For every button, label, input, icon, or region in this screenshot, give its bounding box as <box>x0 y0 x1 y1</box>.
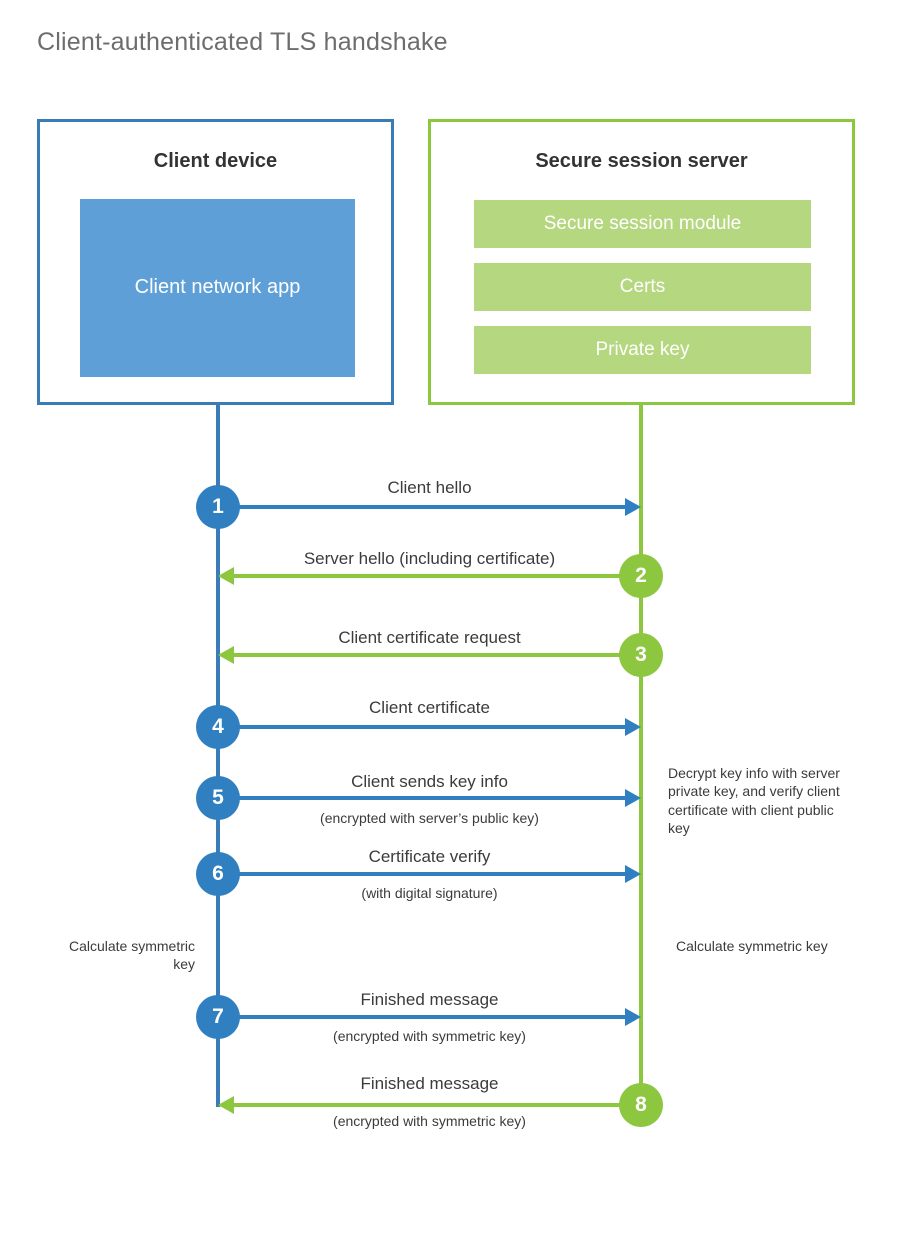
step-6-arrowhead <box>625 865 641 883</box>
step-7-arrowhead <box>625 1008 641 1026</box>
page-title: Client-authenticated TLS handshake <box>37 28 448 56</box>
step-2-label: Server hello (including certificate) <box>303 549 556 568</box>
step-8-arrow-line <box>234 1103 639 1107</box>
client-lifeline <box>216 405 220 1107</box>
note-decrypt-key-info: Decrypt key info with server private key… <box>668 765 840 837</box>
client-device-box: Client device Client network app <box>37 119 394 405</box>
step-4-arrow-line <box>218 725 625 729</box>
note-client-calculate-symmetric-key: Calculate symmetric key <box>68 938 195 973</box>
step-badge-7[interactable]: 7 <box>196 995 240 1039</box>
step-1-arrowhead <box>625 498 641 516</box>
step-8-sublabel: (encrypted with symmetric key) <box>333 1113 526 1129</box>
step-5-sublabel: (encrypted with server’s public key) <box>320 810 539 826</box>
step-8-label: Finished message <box>360 1074 499 1093</box>
step-4-label: Client certificate <box>369 698 490 717</box>
note-server-calculate-symmetric-key: Calculate symmetric key <box>676 938 828 954</box>
step-6-arrow-line <box>218 872 625 876</box>
step-1-arrow-line <box>218 505 625 509</box>
server-component-private-key: Private key <box>474 326 811 374</box>
step-badge-6[interactable]: 6 <box>196 852 240 896</box>
step-3-label: Client certificate request <box>338 628 521 647</box>
step-4-arrowhead <box>625 718 641 736</box>
step-3-arrowhead <box>218 646 234 664</box>
step-badge-3[interactable]: 3 <box>619 633 663 677</box>
step-badge-5[interactable]: 5 <box>196 776 240 820</box>
step-badge-1[interactable]: 1 <box>196 485 240 529</box>
client-device-title: Client device <box>153 150 278 172</box>
step-2-arrowhead <box>218 567 234 585</box>
server-lifeline <box>639 405 643 1107</box>
step-5-label: Client sends key info <box>351 772 508 791</box>
secure-session-server-title: Secure session server <box>535 150 748 172</box>
step-8-arrowhead <box>218 1096 234 1114</box>
step-badge-8[interactable]: 8 <box>619 1083 663 1127</box>
step-3-arrow-line <box>234 653 639 657</box>
client-network-app-box: Client network app <box>80 199 355 377</box>
step-1-label: Client hello <box>387 478 472 497</box>
step-7-sublabel: (encrypted with symmetric key) <box>333 1028 526 1044</box>
step-2-arrow-line <box>234 574 639 578</box>
step-5-arrow-line <box>218 796 625 800</box>
step-badge-2[interactable]: 2 <box>619 554 663 598</box>
step-5-arrowhead <box>625 789 641 807</box>
step-7-arrow-line <box>218 1015 625 1019</box>
secure-session-server-box: Secure session server Secure session mod… <box>428 119 855 405</box>
step-badge-4[interactable]: 4 <box>196 705 240 749</box>
step-6-sublabel: (with digital signature) <box>361 885 498 901</box>
server-component-secure-session-module: Secure session module <box>474 200 811 248</box>
server-component-certs: Certs <box>474 263 811 311</box>
step-6-label: Certificate verify <box>368 847 491 866</box>
step-7-label: Finished message <box>360 990 499 1009</box>
